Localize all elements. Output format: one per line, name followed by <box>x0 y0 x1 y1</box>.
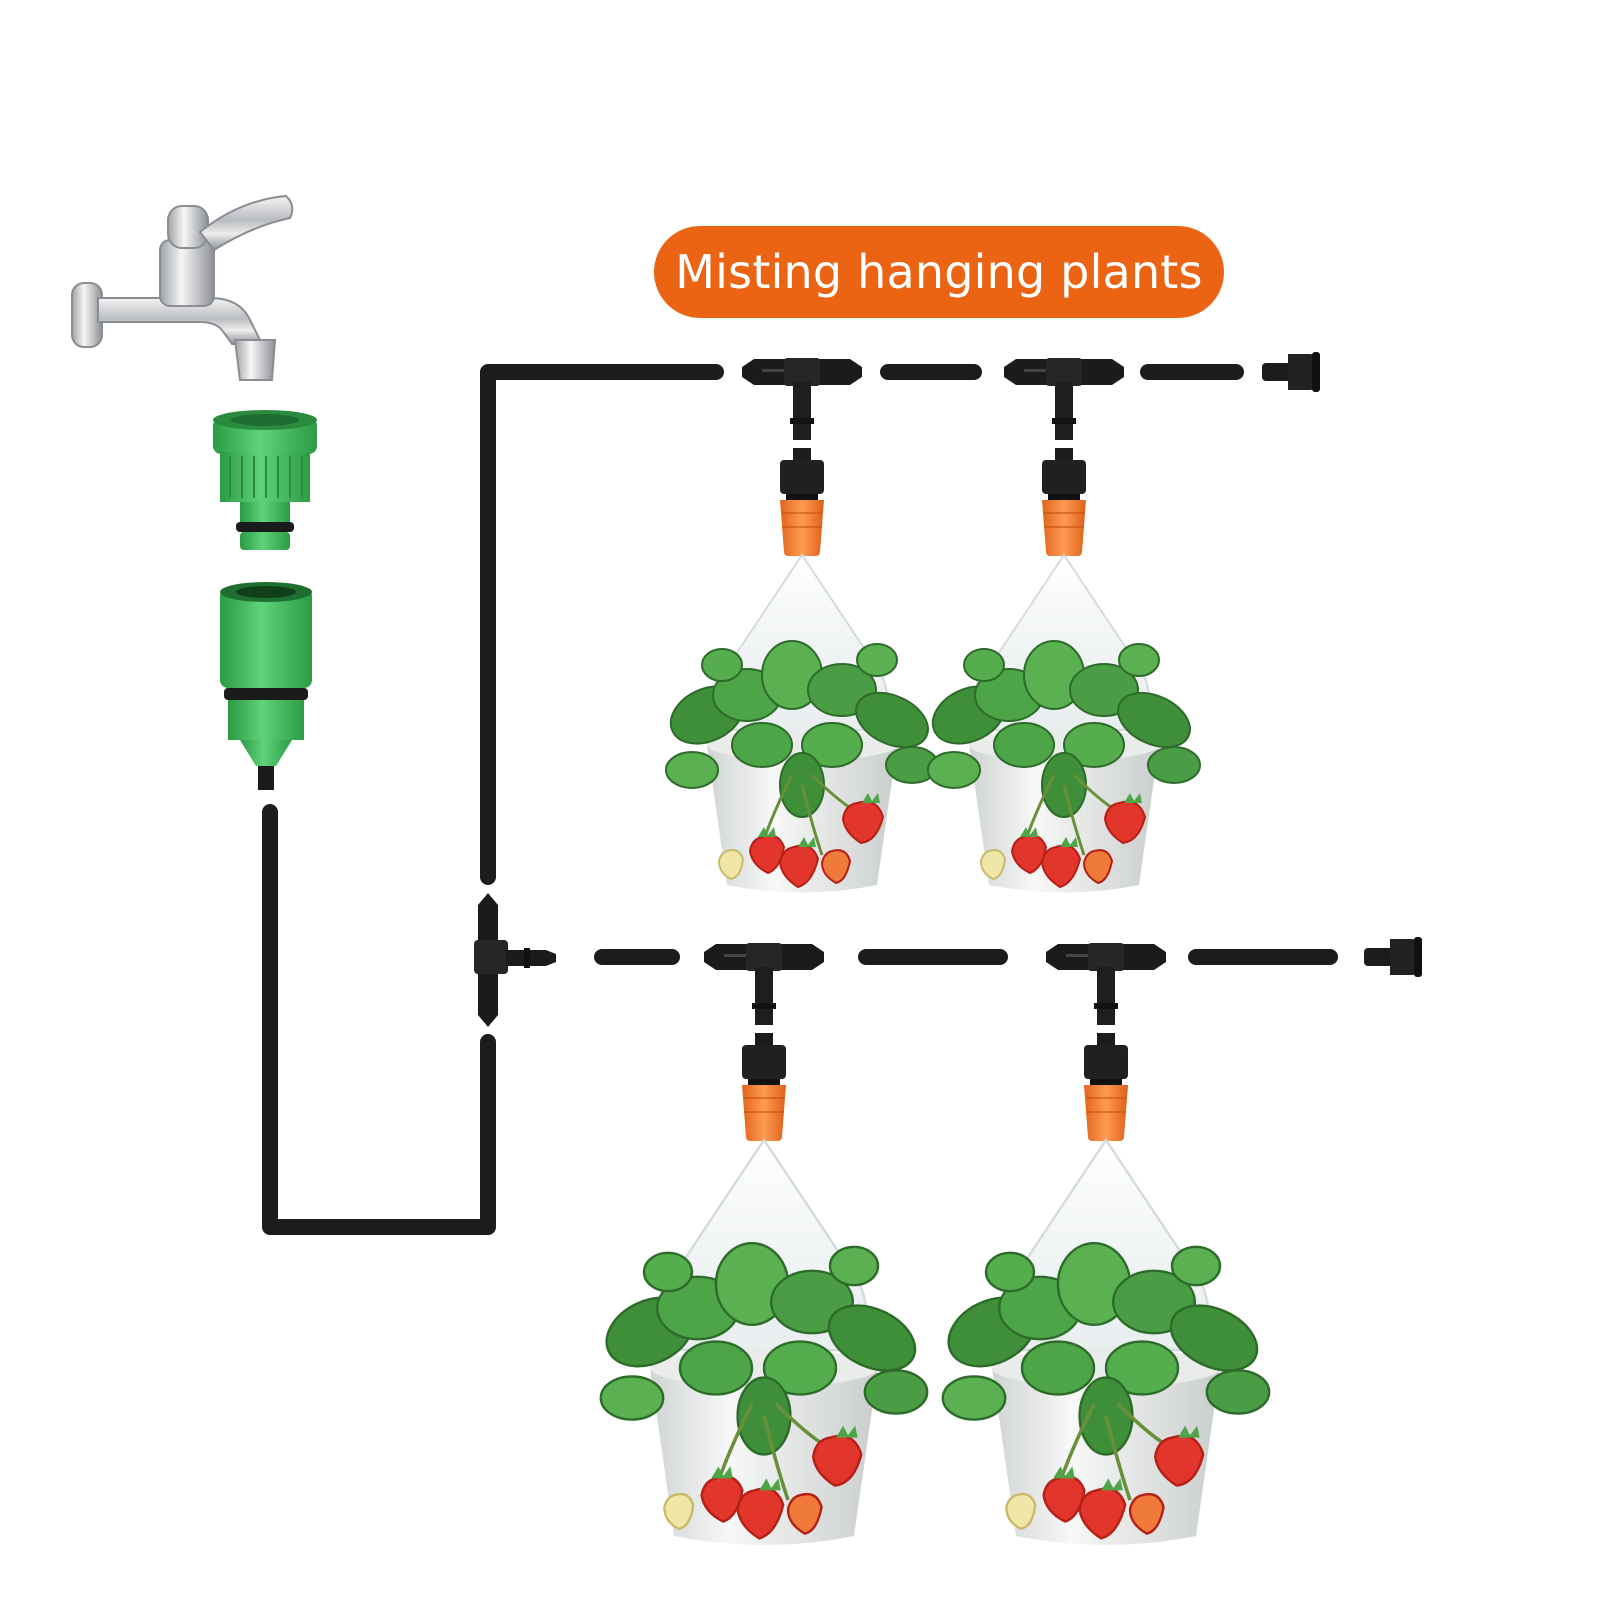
hose-quick-connector-icon <box>220 582 312 790</box>
tee-connector-icon <box>704 943 824 1025</box>
hanging-strawberry-planter-icon <box>593 1138 930 1547</box>
end-plug-icon <box>1364 937 1422 977</box>
supply-tube <box>262 364 724 1235</box>
tee-connector-icon <box>474 893 556 1027</box>
faucet-icon <box>71 194 294 381</box>
mist-nozzle-icon <box>1084 1033 1128 1141</box>
tee-connector-icon <box>1004 358 1124 440</box>
tee-connector-icon <box>742 358 862 440</box>
hanging-strawberry-planter-icon <box>935 1138 1271 1547</box>
end-plug-icon <box>1262 352 1320 392</box>
hanging-strawberry-planter-icon <box>660 553 940 894</box>
mist-nozzle-icon <box>742 1033 786 1141</box>
mist-nozzle-icon <box>1042 448 1086 556</box>
hanging-strawberry-planter-icon <box>922 553 1202 894</box>
title-badge: Misting hanging plants <box>654 226 1224 318</box>
mist-nozzle-icon <box>780 448 824 556</box>
tee-connector-icon <box>1046 943 1166 1025</box>
tap-adapter-icon <box>213 410 317 550</box>
